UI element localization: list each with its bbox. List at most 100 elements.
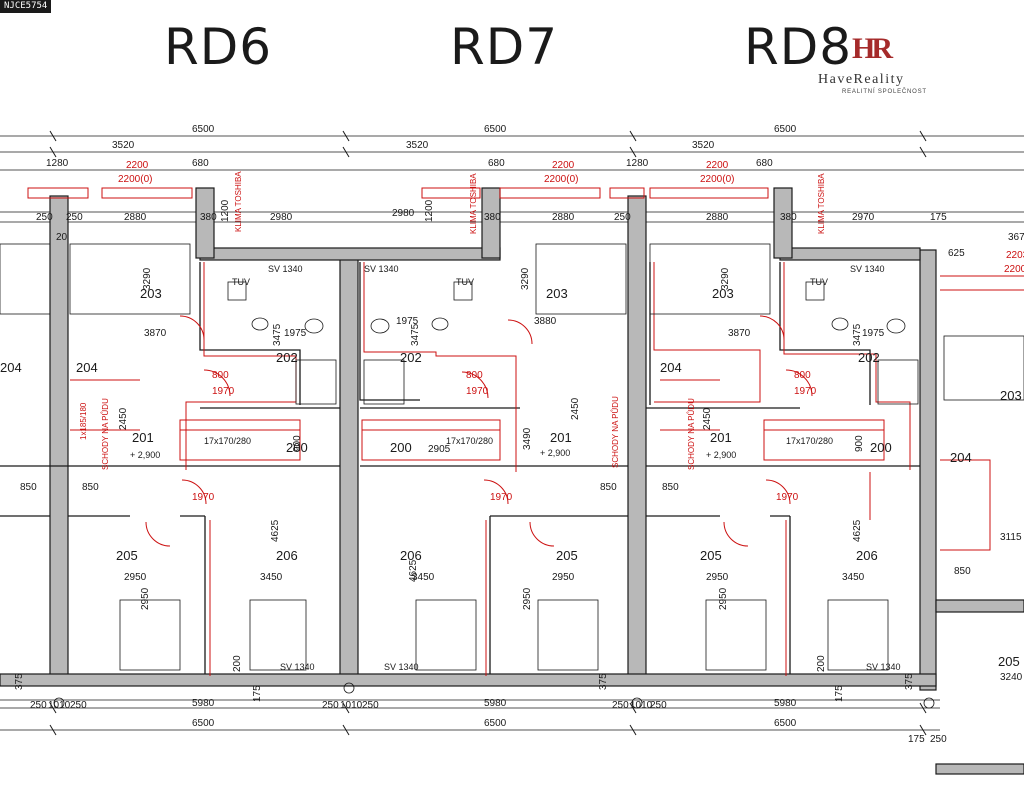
label-sv1340-rd7: SV 1340 <box>364 264 399 274</box>
dim-850-c: 850 <box>600 482 617 493</box>
dim-800-rd6: 800 <box>212 370 229 381</box>
image-id-tag: NJCE5754 <box>0 0 52 13</box>
dim-4625-rd7: 4625 <box>408 559 419 582</box>
dim-rd6-2200: 2200 <box>126 160 149 171</box>
logo-name: HaveReality <box>818 72 905 87</box>
dim-1200-rd7: 1200 <box>424 199 435 222</box>
room-201-rd7: 201 <box>550 430 572 445</box>
dim-850-b: 850 <box>82 482 99 493</box>
room-200-rd8: 200 <box>870 440 892 455</box>
room-204-next: 204 <box>950 450 972 465</box>
bathroom-fixtures <box>227 281 919 405</box>
dim-bottom-250a-rd8: 250 <box>612 700 629 711</box>
dim-3450-rd6: 2950 <box>140 587 151 610</box>
label-tuv-rd7: TUV <box>456 277 474 287</box>
dim-3240: 3240 <box>1000 672 1023 683</box>
room-206-rd6: 206 <box>276 548 298 563</box>
dim-2450-rd6: 2450 <box>118 407 129 430</box>
dim-3290-rd7: 3290 <box>520 267 531 290</box>
unit-title-rd8: RD8 <box>744 18 853 76</box>
dim-2905-rd6: 2950 <box>124 572 147 583</box>
dim-3475-rd6: 3475 <box>272 323 283 346</box>
dim-3450-rd7: 2950 <box>522 587 533 610</box>
dim-850-e: 850 <box>954 566 971 577</box>
dim-3450-rd8: 2950 <box>718 587 729 610</box>
room-205-next: 205 <box>998 654 1020 669</box>
label-klima-rd7: KLIMA TOSHIBA <box>469 173 478 234</box>
dim-1970-rd8: 1970 <box>794 386 817 397</box>
dim-rd7-680: 680 <box>488 158 505 169</box>
dim-rd6-380: 380 <box>200 212 217 223</box>
dim-rd7-380: 380 <box>484 212 501 223</box>
havereality-logo: HR HaveReality REALITNÍ SPOLEČNOST <box>818 32 938 100</box>
dim-3475-rd7: 3475 <box>410 323 421 346</box>
room-203-rd6: 203 <box>140 286 162 301</box>
dim-bottom-250b-rd7: 250 <box>362 700 379 711</box>
party-walls <box>0 187 1024 775</box>
dim-rd8-2880: 2880 <box>706 212 729 223</box>
room-200-rd6: 200 <box>286 440 308 455</box>
dim-1975-rd7: 1975 <box>396 316 419 327</box>
room-205-rd6: 205 <box>116 548 138 563</box>
dim-800-rd8: 800 <box>794 370 811 381</box>
dim-2905-rd7: 2950 <box>552 572 575 583</box>
dim-bottom-250b-rd8: 250 <box>650 700 667 711</box>
room-203-next: 203 <box>1000 388 1022 403</box>
dim-2950-rd7: 3450 <box>412 572 435 583</box>
dim-3490: 3490 <box>522 427 533 450</box>
label-tuv-rd8: TUV <box>810 277 828 287</box>
dim-rd6-6500: 6500 <box>192 124 215 135</box>
room-202-rd8: 202 <box>858 350 880 365</box>
room-204b-rd6: 204 <box>76 360 98 375</box>
dimension-lines <box>0 135 1024 731</box>
dim-bottom-6500-rd6: 6500 <box>192 718 215 729</box>
room-202-rd6: 202 <box>276 350 298 365</box>
unit-title-rd6: RD6 <box>164 18 273 76</box>
dim-1970-lower-rd6: 1970 <box>192 492 215 503</box>
dim-bottom-1010-rd8: 1010 <box>630 700 653 711</box>
ticks <box>49 130 927 736</box>
dim-3475-rd8: 3475 <box>852 323 863 346</box>
dim-bottom-5980-rd7: 5980 <box>484 698 507 709</box>
dim-3500: 2905 <box>428 444 451 455</box>
dim-bottom-375-rd8: 375 <box>904 673 915 690</box>
dim-1970-rd7: 1970 <box>466 386 489 397</box>
dim-2200-next: 2200 <box>1004 264 1024 275</box>
dim-rd7-2980: 2980 <box>392 208 415 219</box>
label-level-rd6: + 2,900 <box>130 450 160 460</box>
room-201-rd6: 201 <box>132 430 154 445</box>
dim-1970-lower-rd7: 1970 <box>490 492 513 503</box>
dim-3290-rd6: 3290 <box>142 267 153 290</box>
label-sv1340-rd6: SV 1340 <box>268 264 303 274</box>
room-203-rd7: 203 <box>546 286 568 301</box>
logo-subtitle: REALITNÍ SPOLEČNOST <box>842 89 927 95</box>
dim-rd8-680: 680 <box>756 158 773 169</box>
dim-bottom-175-rd8: 175 <box>834 685 845 702</box>
dim-800-rd7: 800 <box>466 370 483 381</box>
label-stairs-rd8: 17x170/280 <box>786 436 833 446</box>
room-205-rd7: 205 <box>556 548 578 563</box>
dim-367: 367 <box>1008 232 1024 243</box>
room-203-rd8: 203 <box>712 286 734 301</box>
dim-3880: 3880 <box>534 316 557 327</box>
dim-rd6-2200-0: 2200(0) <box>118 174 152 185</box>
dim-rd6-3520: 3520 <box>112 140 135 151</box>
dim-rd7-2200-0: 2200(0) <box>544 174 578 185</box>
dim-2950-rd8: 3450 <box>842 572 865 583</box>
dim-rd8-175: 175 <box>930 212 947 223</box>
dim-rd6-2880: 2880 <box>124 212 147 223</box>
dim-3870: 3870 <box>144 328 167 339</box>
label-schody-rd7: SCHODY NA PŮDU <box>611 396 620 468</box>
dim-rd6-680: 680 <box>192 158 209 169</box>
interior-walls <box>0 262 920 674</box>
dim-rd7-6500: 6500 <box>484 124 507 135</box>
dim-bottom-1010-rd6: 1010 <box>48 700 71 711</box>
dim-200-rd8: 200 <box>816 655 827 672</box>
dim-1200-rd6: 1200 <box>220 199 231 222</box>
room-202-rd7: 202 <box>400 350 422 365</box>
label-sv1340-bottom-rd7: SV 1340 <box>384 662 419 672</box>
dim-rd8-3520: 3520 <box>692 140 715 151</box>
label-sv1340-rd8: SV 1340 <box>850 264 885 274</box>
label-stairs-rd7: 17x170/280 <box>446 436 493 446</box>
